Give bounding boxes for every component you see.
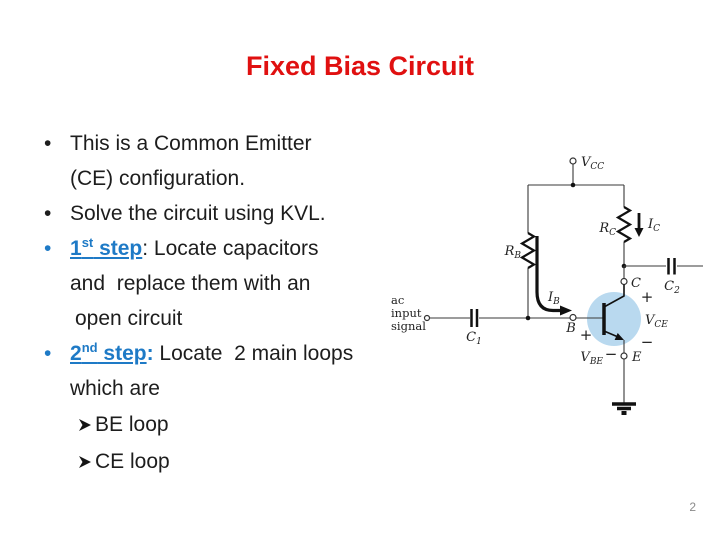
list-item-continuation: which are <box>44 371 400 406</box>
bullet-dot-icon: • <box>44 132 52 155</box>
vcc-terminal <box>569 157 577 165</box>
list-item-continuation: and replace them with an <box>44 266 400 301</box>
b-terminal <box>569 313 577 322</box>
list-item-continuation: (CE) configuration. <box>44 161 400 196</box>
ic-label: IC <box>647 217 660 234</box>
emitter-arrowhead-icon <box>614 333 624 340</box>
b-node-label: B <box>565 321 576 336</box>
step1-link: 1st step <box>70 235 143 260</box>
ib-arrowhead-icon <box>560 305 572 316</box>
sub-list-item-text: CE loop <box>95 450 170 473</box>
rc-label: RC <box>598 221 616 238</box>
list-item-text: (CE) configuration. <box>70 167 246 190</box>
c-terminal <box>620 277 628 286</box>
transistor-emitter-lead <box>603 330 618 338</box>
list-item-text: : Locate capacitors <box>142 237 319 260</box>
vbe-plus-sign: + <box>580 326 593 344</box>
bullet-dot-icon: • <box>44 202 52 225</box>
list-item-step2: • 2nd step: Locate 2 main loops <box>44 336 400 371</box>
step2-number: 2 <box>70 342 82 365</box>
ac-input-label: input <box>391 306 422 320</box>
junction-dot <box>525 315 531 321</box>
transistor-collector-lead <box>603 284 625 308</box>
ib-arrow-icon <box>535 236 561 313</box>
vce-plus-sign: + <box>641 288 654 306</box>
sub-list-item: CE loop <box>44 443 400 480</box>
resistor-rb <box>519 232 537 269</box>
circuit-diagram: VCC RB RC IC C2 <box>385 140 720 430</box>
vbe-minus-sign: − <box>605 345 618 363</box>
ib-label: IB <box>547 290 560 307</box>
step1-word: step <box>93 237 143 260</box>
list-item-text: Locate 2 main loops <box>153 342 354 365</box>
fixed-bias-circuit-figure: VCC RB RC IC C2 <box>391 155 703 415</box>
list-item-continuation: open circuit <box>44 301 400 336</box>
c1-label: C1 <box>466 330 482 347</box>
arrowhead-bullet-icon <box>79 456 91 468</box>
ground-icon <box>612 402 636 415</box>
list-item-text: open circuit <box>75 307 183 330</box>
c-node-label: C <box>631 276 641 291</box>
step2-link: 2nd step <box>70 340 147 365</box>
step2-ordinal: nd <box>81 340 98 355</box>
page-title: Fixed Bias Circuit <box>245 51 475 81</box>
page-number: 2 <box>689 500 696 514</box>
list-item-text: This is a Common Emitter <box>70 132 312 155</box>
vce-label: VCE <box>645 313 668 330</box>
bullet-dot-icon: • <box>44 237 52 260</box>
ac-input-label: ac <box>391 293 404 307</box>
e-node-label: E <box>631 350 642 365</box>
sub-list-item-text: BE loop <box>95 413 169 436</box>
vbe-label: VBE <box>580 350 603 367</box>
e-terminal <box>620 352 628 360</box>
list-item: • This is a Common Emitter <box>44 126 400 161</box>
list-item: • Solve the circuit using KVL. <box>44 196 400 231</box>
list-item-step1: • 1st step: Locate capacitors <box>44 231 400 266</box>
arrowhead-bullet-icon <box>79 419 91 431</box>
rb-label: RB <box>504 244 522 261</box>
input-terminal <box>423 314 431 322</box>
bullet-list: • This is a Common Emitter (CE) configura… <box>44 126 400 480</box>
step2-word: step <box>97 342 147 365</box>
junction-dot <box>570 182 576 188</box>
resistor-rc <box>615 206 633 243</box>
ic-arrowhead-icon <box>634 228 644 237</box>
vce-minus-sign: − <box>641 333 654 351</box>
list-item-text: which are <box>70 377 160 400</box>
step2-colon: : <box>146 342 154 365</box>
transistor-highlight <box>587 292 641 346</box>
sub-list-item: BE loop <box>44 406 400 443</box>
list-item-text: Solve the circuit using KVL. <box>70 202 326 225</box>
step1-number: 1 <box>70 237 82 260</box>
bullet-dot-icon: • <box>44 342 52 365</box>
ac-input-label: signal <box>391 319 426 333</box>
list-item-text: and replace them with an <box>70 272 311 295</box>
vcc-label: VCC <box>581 155 604 172</box>
step1-ordinal: st <box>81 235 94 250</box>
c2-label: C2 <box>664 279 680 296</box>
